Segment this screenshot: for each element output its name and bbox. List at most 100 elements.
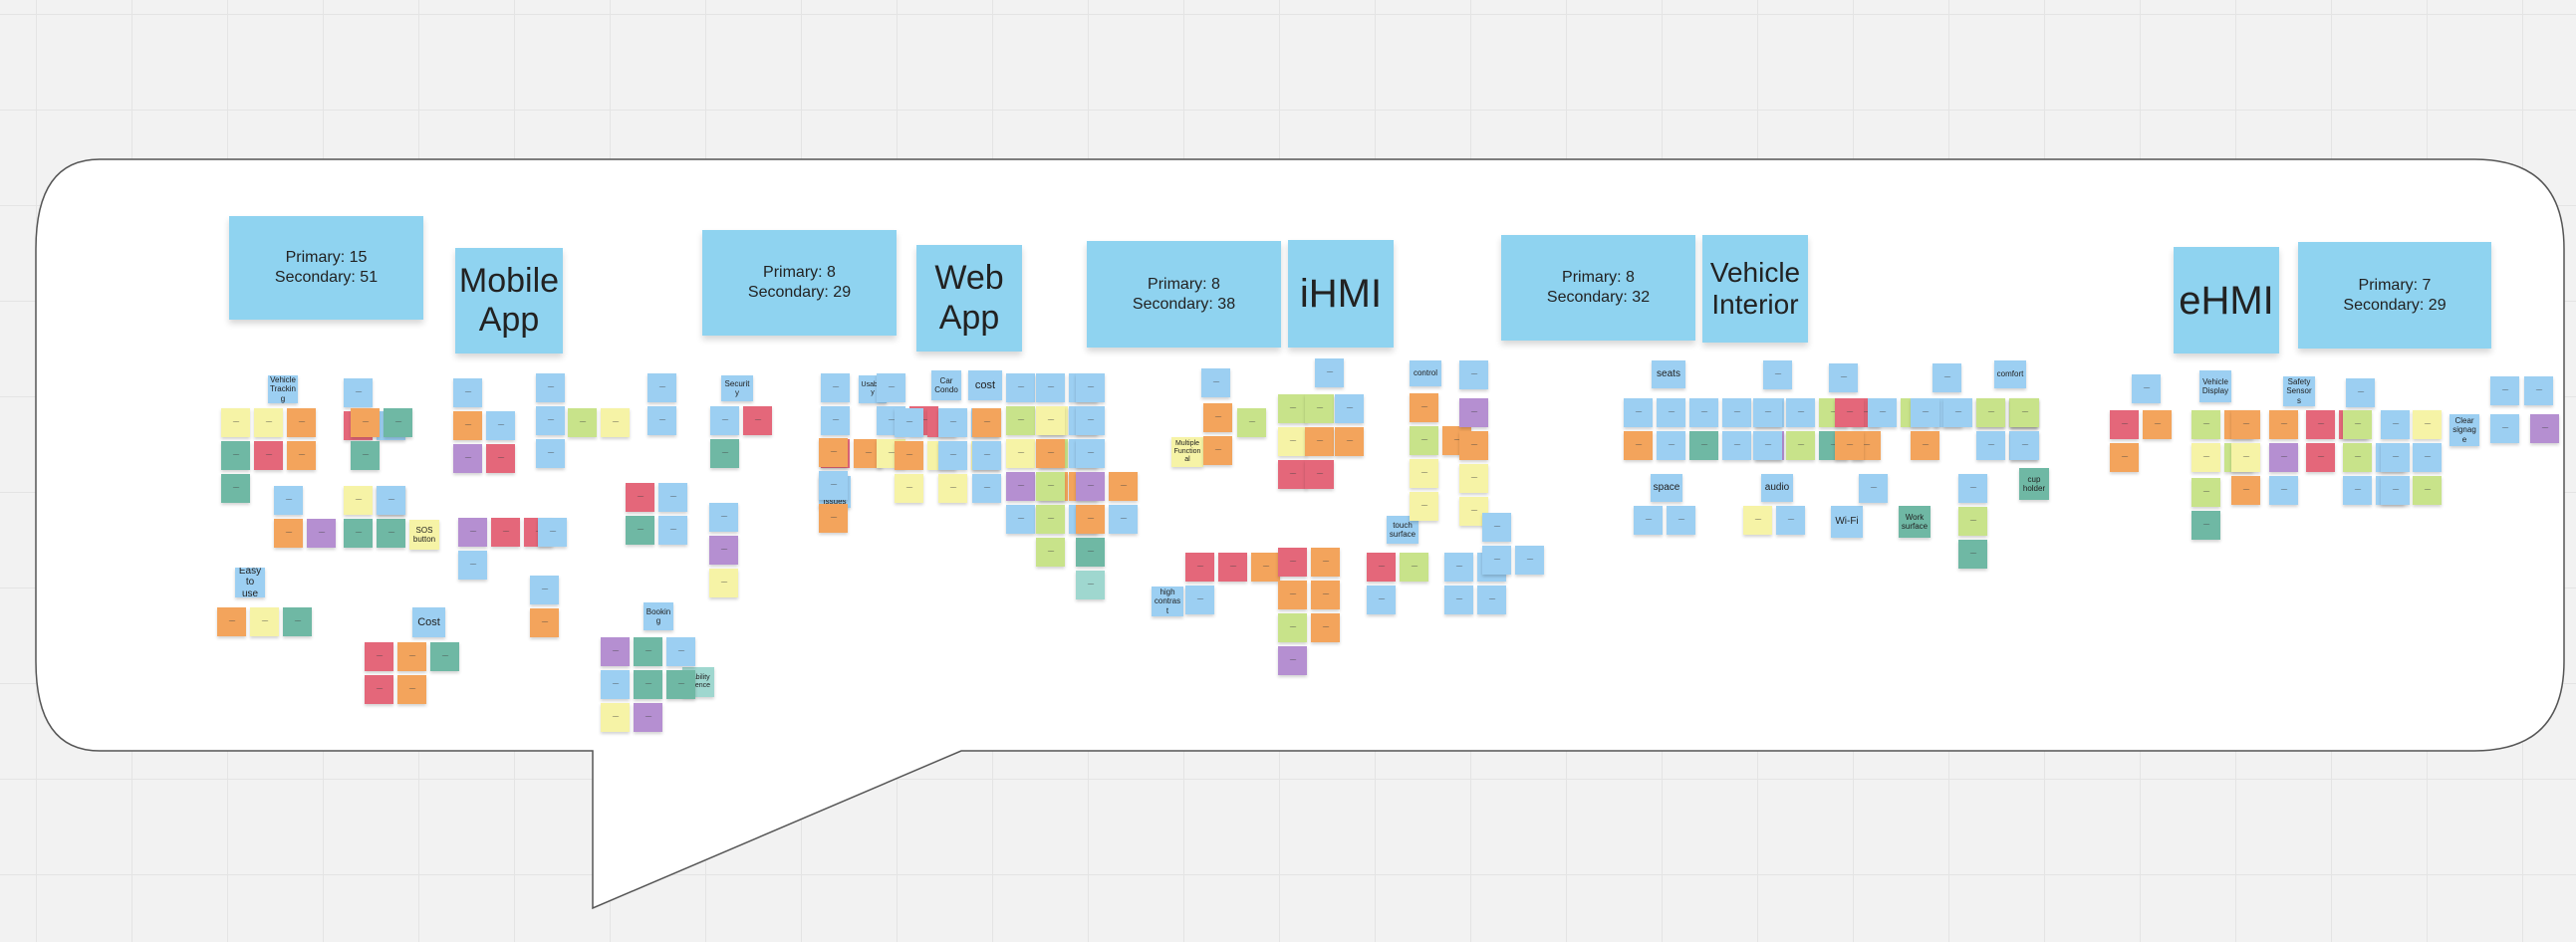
sticky-note-unreadable[interactable]	[453, 378, 482, 407]
sticky-note-unreadable[interactable]	[1829, 363, 1858, 392]
sticky-note-unreadable[interactable]	[1201, 368, 1230, 397]
sticky-note-unreadable[interactable]	[647, 406, 676, 435]
sticky-note-unreadable[interactable]	[1657, 398, 1685, 427]
sticky-note-unreadable[interactable]	[1667, 506, 1695, 535]
sticky-note-unreadable[interactable]	[458, 518, 487, 547]
sticky-note-unreadable[interactable]	[1943, 398, 1972, 427]
sticky-note-unreadable[interactable]	[1006, 373, 1035, 402]
web-app-title-note[interactable]: Web App	[916, 245, 1022, 352]
sticky-safety-sensors[interactable]: Safety Sensors	[2283, 376, 2315, 406]
sticky-note-unreadable[interactable]	[1459, 431, 1488, 460]
sticky-note-unreadable[interactable]	[1076, 571, 1105, 599]
sticky-note-unreadable[interactable]	[601, 408, 630, 437]
sticky-note-unreadable[interactable]	[2524, 376, 2553, 405]
sticky-note-unreadable[interactable]	[1076, 505, 1105, 534]
sticky-note-unreadable[interactable]	[821, 406, 850, 435]
sticky-note-unreadable[interactable]	[287, 441, 316, 470]
sticky-note-unreadable[interactable]	[2269, 443, 2298, 472]
sticky-note-unreadable[interactable]	[2343, 443, 2372, 472]
sticky-note-unreadable[interactable]	[1036, 439, 1065, 468]
sticky-note-unreadable[interactable]	[568, 408, 597, 437]
sticky-note-unreadable[interactable]	[601, 703, 630, 732]
sticky-note-unreadable[interactable]	[1624, 398, 1653, 427]
sticky-note-unreadable[interactable]	[1311, 613, 1340, 642]
sticky-note-unreadable[interactable]	[819, 471, 848, 500]
ehmi-title-note[interactable]: eHMI	[2174, 247, 2279, 353]
sticky-note-unreadable[interactable]	[1459, 464, 1488, 493]
sticky-note-unreadable[interactable]	[1911, 431, 1939, 460]
sticky-note-unreadable[interactable]	[1958, 474, 1987, 503]
sticky-note-unreadable[interactable]	[1459, 398, 1488, 427]
sticky-note-unreadable[interactable]	[2231, 443, 2260, 472]
sticky-note-unreadable[interactable]	[1911, 398, 1939, 427]
sticky-note-unreadable[interactable]	[1218, 553, 1247, 582]
sticky-note-unreadable[interactable]	[453, 444, 482, 473]
sticky-note-unreadable[interactable]	[365, 642, 393, 671]
sticky-note-unreadable[interactable]	[2306, 443, 2335, 472]
sticky-note-unreadable[interactable]	[972, 474, 1001, 503]
sticky-note-unreadable[interactable]	[1657, 431, 1685, 460]
sticky-note-unreadable[interactable]	[1185, 553, 1214, 582]
sticky-note-unreadable[interactable]	[1976, 431, 2005, 460]
sticky-note-unreadable[interactable]	[1859, 474, 1888, 503]
sticky-note-unreadable[interactable]	[1410, 492, 1438, 521]
sticky-note-unreadable[interactable]	[453, 411, 482, 440]
sticky-note-unreadable[interactable]	[877, 373, 905, 402]
sticky-note-unreadable[interactable]	[1722, 431, 1751, 460]
sticky-note-unreadable[interactable]	[1786, 398, 1815, 427]
sticky-note-unreadable[interactable]	[666, 670, 695, 699]
sticky-note-unreadable[interactable]	[307, 519, 336, 548]
sticky-note-unreadable[interactable]	[344, 378, 373, 407]
sticky-note-unreadable[interactable]	[536, 406, 565, 435]
sticky-note-unreadable[interactable]	[1305, 460, 1334, 489]
sticky-note-unreadable[interactable]	[2413, 443, 2442, 472]
sticky-note-unreadable[interactable]	[1278, 548, 1307, 577]
sticky-note-unreadable[interactable]	[1786, 431, 1815, 460]
sticky-note-unreadable[interactable]	[536, 373, 565, 402]
sticky-note-unreadable[interactable]	[1689, 431, 1718, 460]
sticky-note-unreadable[interactable]	[2381, 476, 2410, 505]
sticky-note-unreadable[interactable]	[743, 406, 772, 435]
sticky-note-unreadable[interactable]	[1006, 406, 1035, 435]
vehicle-interior-title-note[interactable]: Vehicle Interior	[1702, 235, 1808, 343]
sticky-note-unreadable[interactable]	[634, 703, 662, 732]
sticky-note-unreadable[interactable]	[274, 486, 303, 515]
sticky-note-unreadable[interactable]	[384, 408, 412, 437]
sticky-note-unreadable[interactable]	[1868, 398, 1897, 427]
sticky-car-condo[interactable]: Car Condo	[931, 370, 961, 400]
sticky-note-unreadable[interactable]	[1367, 553, 1396, 582]
sticky-note-unreadable[interactable]	[938, 474, 967, 503]
sticky-note-unreadable[interactable]	[819, 438, 848, 467]
sticky-note-unreadable[interactable]	[2132, 374, 2161, 403]
sticky-note-unreadable[interactable]	[1763, 360, 1792, 389]
sticky-note-unreadable[interactable]	[2413, 476, 2442, 505]
sticky-note-unreadable[interactable]	[250, 607, 279, 636]
sticky-note-unreadable[interactable]	[1482, 513, 1511, 542]
mobile-app-stats-note[interactable]: Primary: 15 Secondary: 51	[229, 216, 423, 320]
sticky-note-unreadable[interactable]	[710, 439, 739, 468]
sticky-note-unreadable[interactable]	[2413, 410, 2442, 439]
sticky-audio[interactable]: audio	[1761, 474, 1793, 502]
sticky-note-unreadable[interactable]	[895, 408, 923, 437]
sticky-note-unreadable[interactable]	[530, 576, 559, 604]
sticky-note-unreadable[interactable]	[254, 441, 283, 470]
sticky-note-unreadable[interactable]	[1006, 439, 1035, 468]
sticky-seats[interactable]: seats	[1652, 360, 1685, 388]
sticky-note-unreadable[interactable]	[1237, 408, 1266, 437]
sticky-note-unreadable[interactable]	[221, 474, 250, 503]
sticky-note-unreadable[interactable]	[938, 441, 967, 470]
sticky-note-unreadable[interactable]	[819, 504, 848, 533]
sticky-note-unreadable[interactable]	[1006, 472, 1035, 501]
sticky-note-unreadable[interactable]	[397, 675, 426, 704]
sticky-note-unreadable[interactable]	[1278, 427, 1307, 456]
sticky-note-unreadable[interactable]	[377, 519, 405, 548]
sticky-note-unreadable[interactable]	[709, 569, 738, 597]
sticky-note-unreadable[interactable]	[1109, 505, 1138, 534]
sticky-note-unreadable[interactable]	[221, 441, 250, 470]
sticky-note-unreadable[interactable]	[1335, 427, 1364, 456]
sticky-vehicle-display[interactable]: Vehicle Display	[2199, 370, 2231, 402]
sticky-note-unreadable[interactable]	[377, 486, 405, 515]
sticky-note-unreadable[interactable]	[1076, 538, 1105, 567]
sticky-cup-holder[interactable]: cup holder	[2019, 468, 2049, 500]
sticky-note-unreadable[interactable]	[536, 439, 565, 468]
